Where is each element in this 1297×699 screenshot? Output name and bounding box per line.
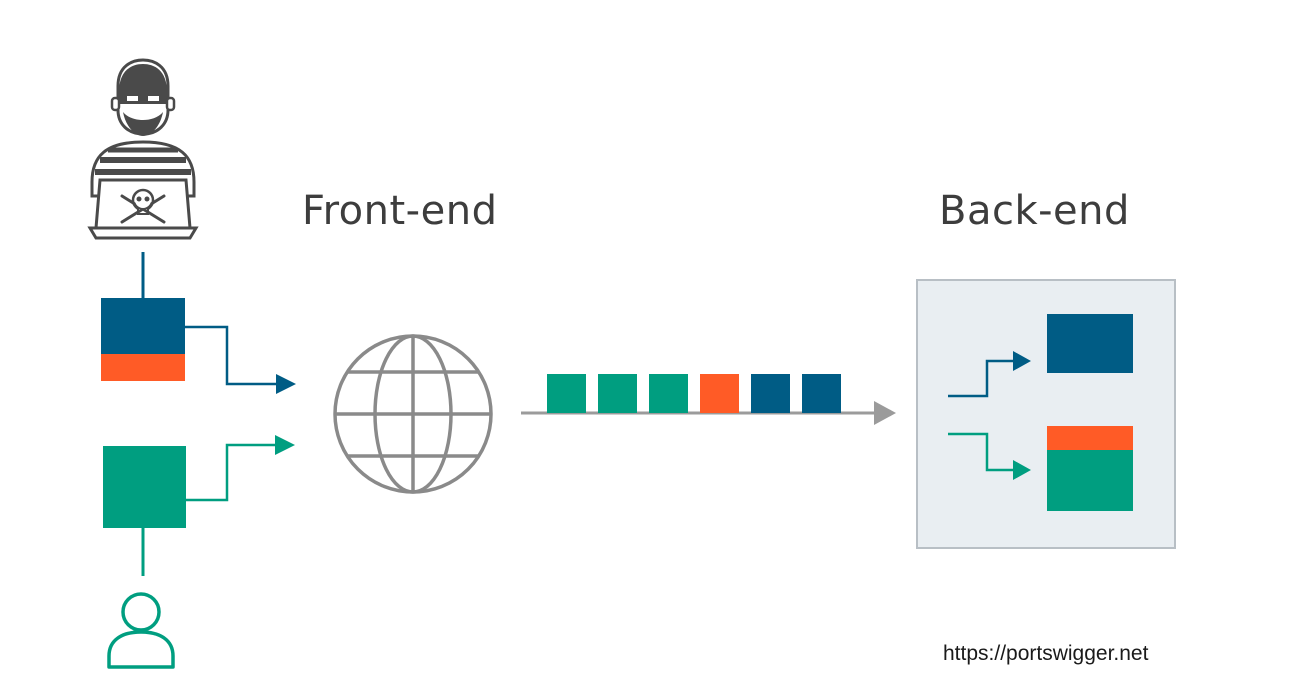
attacker-request-block (101, 298, 185, 381)
backend-poisoned-victim-request (1047, 426, 1133, 511)
victim-request-block (103, 446, 186, 528)
source-url: https://portswigger.net (943, 642, 1149, 665)
user-icon (107, 592, 175, 669)
queue-chunk-attacker-request (751, 374, 790, 413)
globe-icon (333, 334, 493, 494)
backend-victim-arrow (948, 432, 1031, 480)
hacker-with-laptop-icon (87, 58, 199, 240)
backend-attacker-arrow (948, 351, 1031, 398)
victim-request-arrow (186, 435, 295, 502)
request-queue (547, 374, 841, 413)
queue-chunk-attacker-request (802, 374, 841, 413)
frontend-label: Front-end (302, 188, 498, 234)
queue-chunk-victim-request (649, 374, 688, 413)
backend-attacker-request (1047, 314, 1133, 373)
queue-chunk-victim-request (598, 374, 637, 413)
queue-chunk-victim-request (547, 374, 586, 413)
queue-chunk-smuggled-prefix (700, 374, 739, 413)
backend-panel (916, 279, 1176, 549)
backend-label: Back-end (939, 188, 1130, 234)
attacker-request-arrow (185, 325, 296, 394)
